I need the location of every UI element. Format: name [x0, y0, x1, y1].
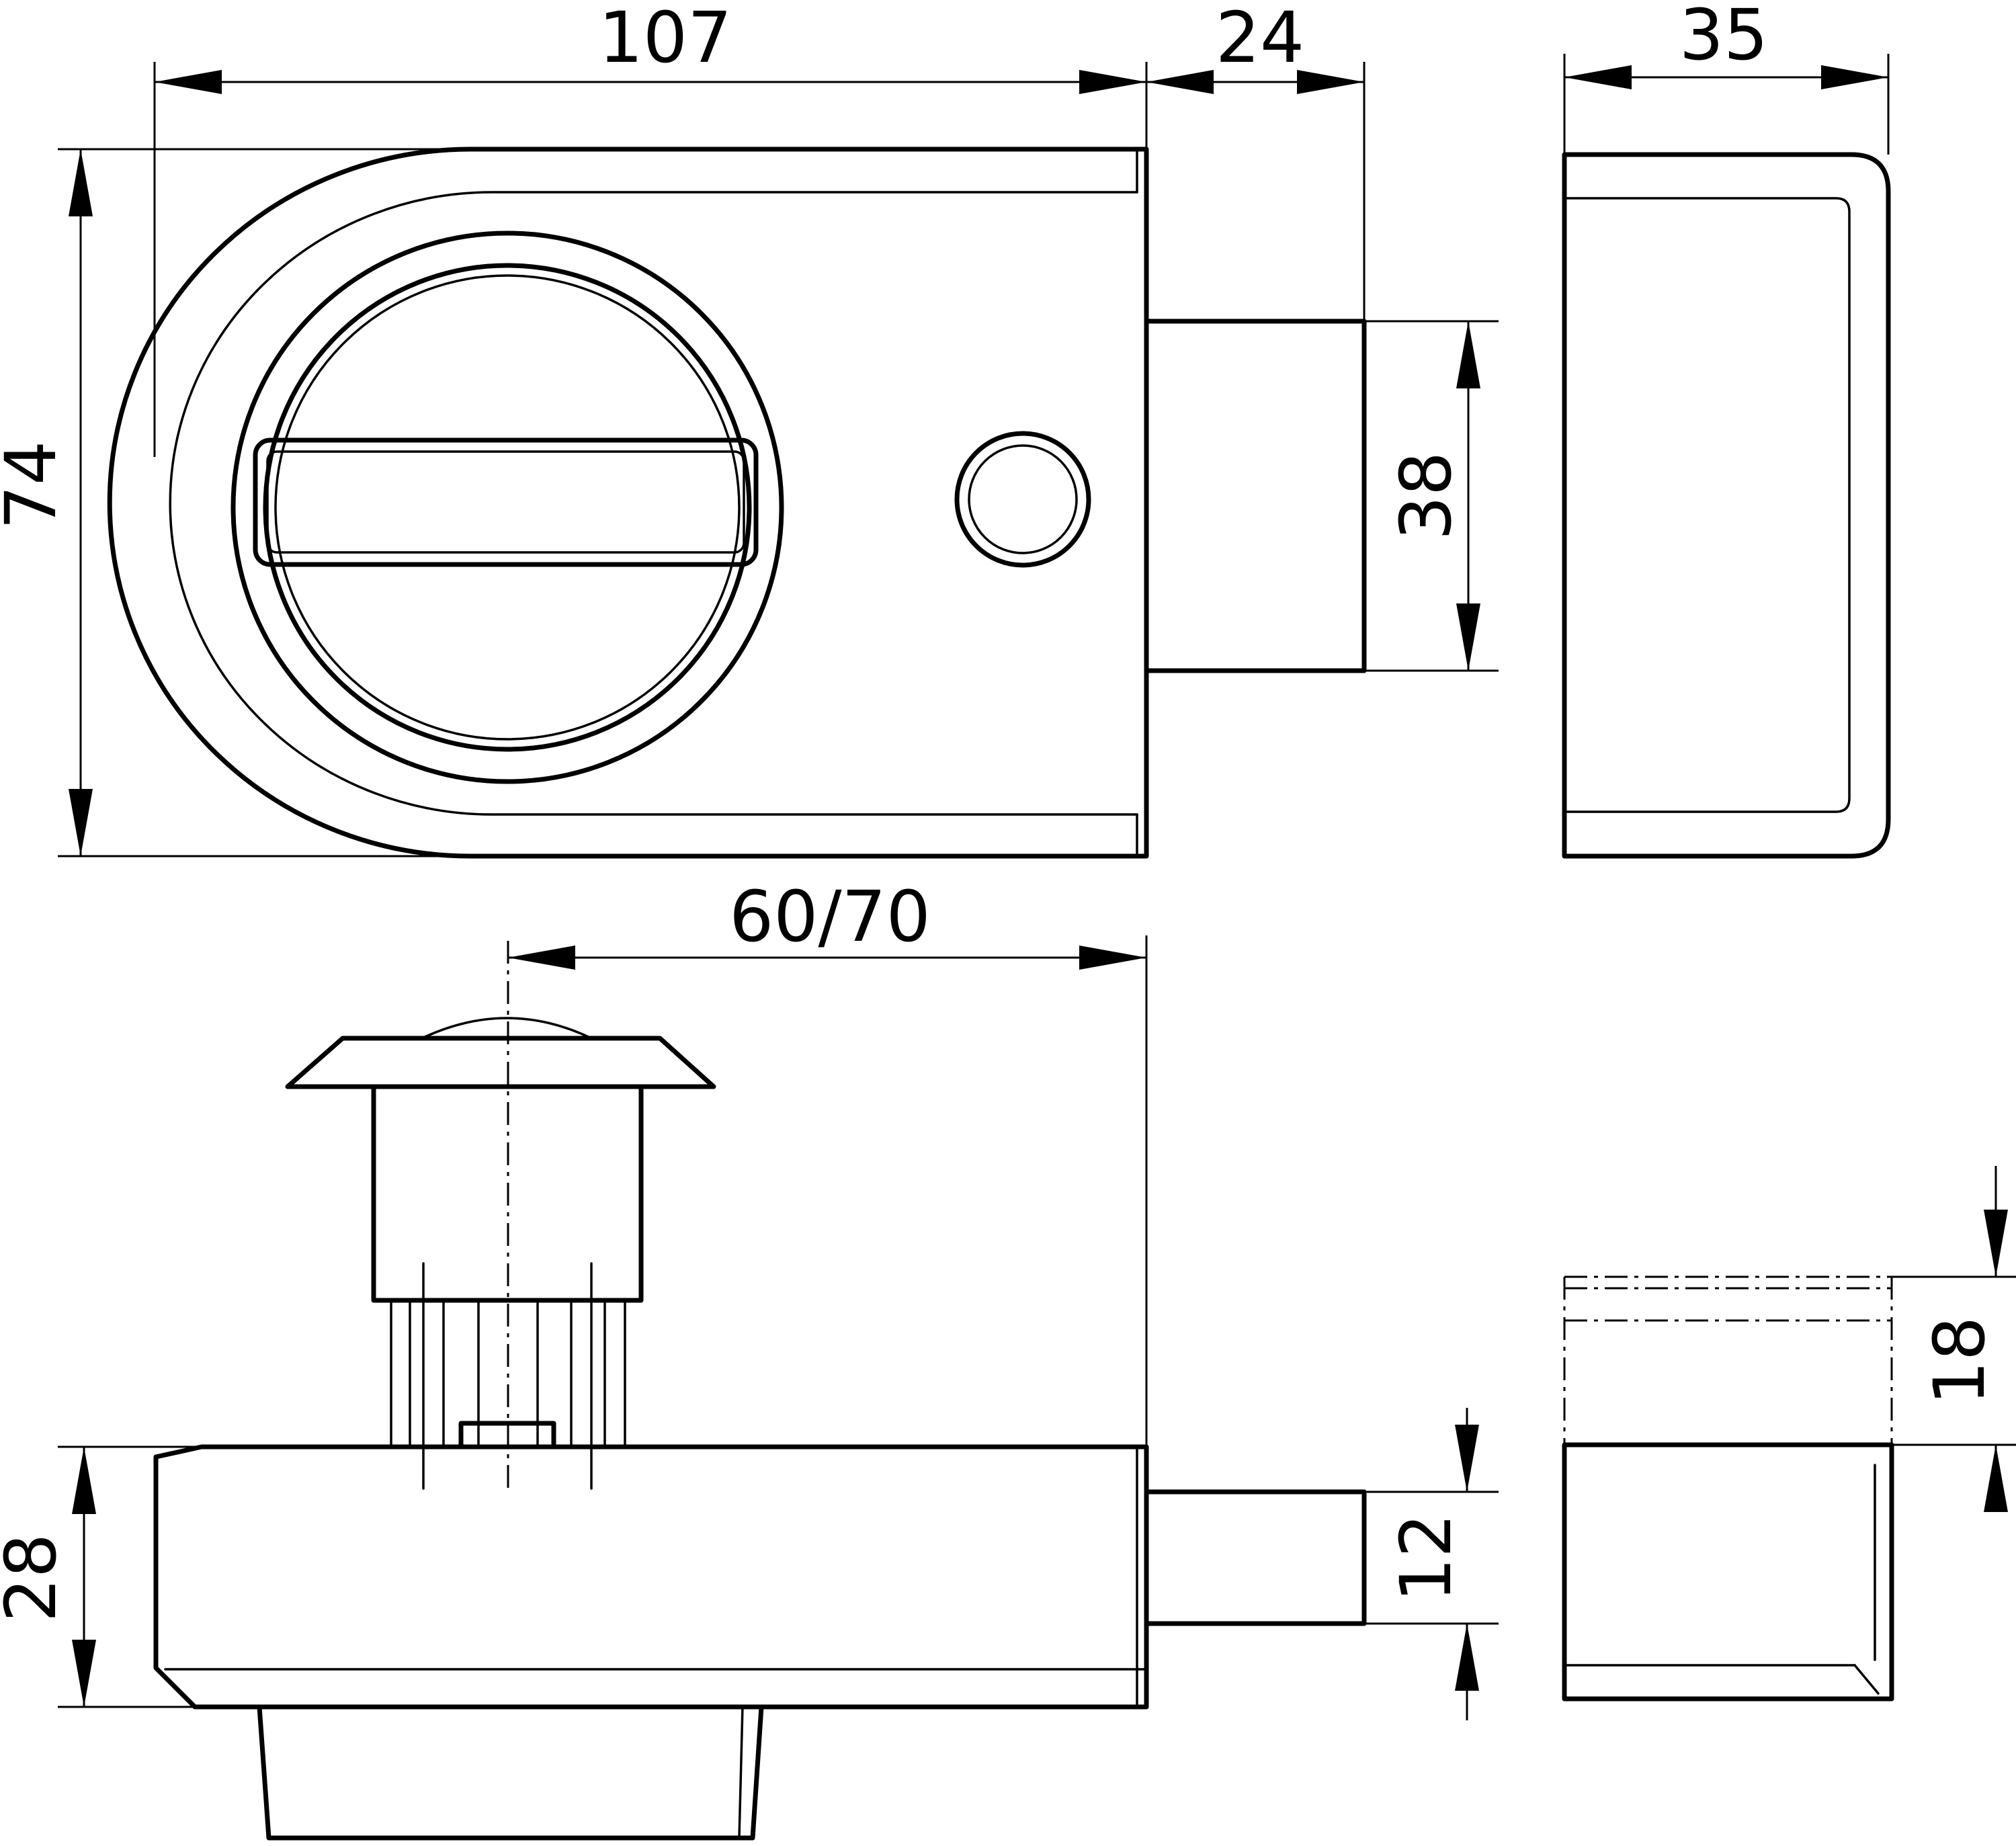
- arrowhead: [1146, 70, 1214, 94]
- cylinder-housing: [257, 1704, 764, 1841]
- keeper-side-view: [1562, 1275, 1894, 1702]
- arrowhead: [72, 1640, 96, 1707]
- dimension-label-18: 18: [1919, 1316, 2001, 1405]
- lock-case-outline: [107, 146, 1149, 859]
- dimension-label-38: 38: [1385, 452, 1467, 540]
- keeper-side-bevel-edge: [1853, 1664, 1880, 1695]
- keeper-side-body: [1562, 1442, 1894, 1702]
- arrowhead: [1984, 1210, 2008, 1277]
- arrowhead: [69, 149, 93, 216]
- dimension-label-74: 74: [0, 441, 72, 530]
- cylinder-housing-inner: [738, 1706, 744, 1839]
- dimension-label-35: 35: [1679, 0, 1768, 76]
- front-view: [107, 146, 1367, 859]
- arrowhead: [69, 789, 93, 856]
- bolt-front: [1144, 319, 1367, 673]
- arrowhead: [155, 70, 222, 94]
- side-view: [153, 941, 1367, 1841]
- cylinder-collar: [285, 1036, 716, 1089]
- dimension-label-12: 12: [1385, 1513, 1467, 1602]
- arrowhead: [1079, 70, 1146, 94]
- arrowhead: [1984, 1445, 2008, 1512]
- arrowhead: [1079, 946, 1146, 970]
- indicator-button-inner: [968, 444, 1078, 554]
- arrowhead: [72, 1447, 96, 1514]
- thumbturn-rose: [263, 263, 752, 752]
- arrowhead: [1297, 70, 1364, 94]
- lock-body-side: [153, 1444, 1149, 1710]
- cylinder-dome: [421, 1017, 593, 1040]
- arrowhead: [1456, 321, 1480, 388]
- dimension-label-24: 24: [1216, 0, 1304, 79]
- dimension-label-60-70: 60/70: [729, 876, 931, 958]
- keeper-inner-outline: [1563, 197, 1851, 813]
- dimension-labels: 107 24 35 74 38 60/70 28 12 18: [0, 0, 2001, 1622]
- dimension-lines: [58, 54, 2016, 1720]
- arrowhead: [1564, 65, 1632, 89]
- arrowhead: [1456, 603, 1480, 671]
- thumbturn-rose-inner: [274, 274, 741, 741]
- keeper-outline: [1562, 152, 1891, 859]
- dimension-label-28: 28: [0, 1534, 72, 1622]
- arrowhead: [1455, 1624, 1479, 1691]
- thumbturn-handle-inner: [266, 450, 745, 554]
- arrowhead: [1455, 1425, 1479, 1492]
- dimension-label-107: 107: [599, 0, 732, 79]
- lock-case-bevel: [169, 191, 1138, 816]
- thumbturn-outer-ring: [230, 230, 784, 784]
- bolt-side: [1144, 1489, 1367, 1626]
- arrowhead: [1821, 65, 1888, 89]
- thumbturn-handle: [253, 437, 759, 567]
- arrowhead: [508, 946, 575, 970]
- indicator-button: [954, 431, 1091, 568]
- keeper-front-view: [1562, 152, 1891, 859]
